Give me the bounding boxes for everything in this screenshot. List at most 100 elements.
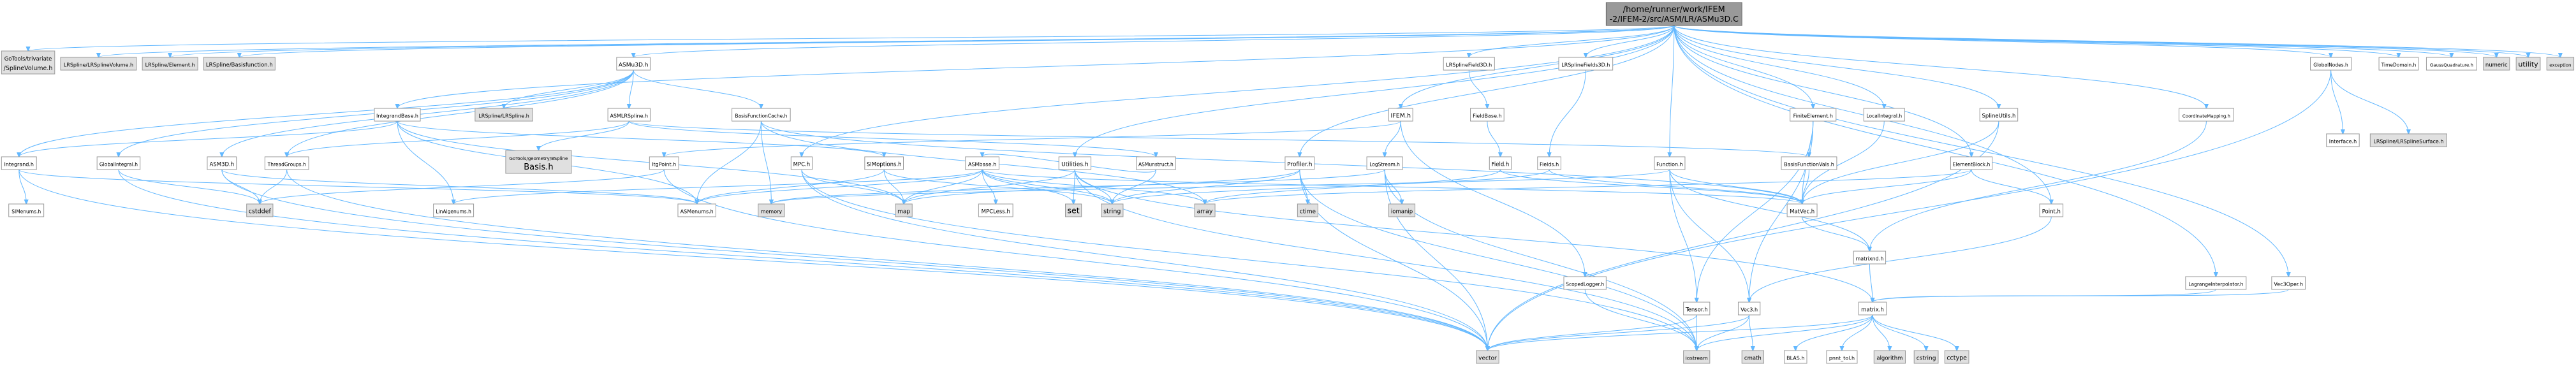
node-label: Interface.h [2329, 139, 2357, 145]
node-matvec-h[interactable]: MatVec.h [1786, 203, 1818, 217]
node-box [864, 156, 904, 170]
node-label: Profiler.h [1287, 162, 1312, 168]
edge-asmlrspline-h-to-basisfunctionvals-h [628, 120, 1809, 157]
edge-matrix-h-to-iostream [1696, 314, 1873, 351]
node-box [1858, 302, 1887, 316]
edge-matvec-h-to-matrixnd-h [1802, 216, 1870, 251]
node-tensor-h[interactable]: Tensor.h [1683, 302, 1711, 316]
node-ctime: ctime [1297, 203, 1318, 217]
node-scopedlogger-h[interactable]: ScopedLogger.h [1563, 276, 1607, 290]
node-box [1366, 156, 1403, 170]
node-ifem-h[interactable]: IFEM.h [1388, 108, 1413, 122]
node-fields-h[interactable]: Fields.h [1537, 156, 1561, 170]
node-splineutils-h[interactable]: SplineUtils.h [1979, 108, 2019, 122]
node-profiler-h[interactable]: Profiler.h [1284, 156, 1315, 170]
edge-matrix-h-to-blas-h [1795, 314, 1873, 351]
edge-elementblock-h-to-array [1205, 169, 1972, 204]
node-finiteelement-h[interactable]: FiniteElement.h [1790, 108, 1837, 122]
node-function-h[interactable]: Function.h [1654, 156, 1686, 170]
node-vec3-h[interactable]: Vec3.h [1737, 302, 1761, 316]
node-label: ThreadGroups.h [267, 162, 306, 168]
node-basisfunctioncache-h[interactable]: BasisFunctionCache.h [732, 108, 791, 122]
edge-fieldbase-h-to-field-h [1487, 120, 1501, 157]
node-mpcless-h[interactable]: MPCLess.h [978, 203, 1013, 217]
node-point-h[interactable]: Point.h [2039, 203, 2064, 217]
node-fieldbase-h[interactable]: FieldBase.h [1470, 108, 1505, 122]
node-field-h[interactable]: Field.h [1489, 156, 1512, 170]
node-linalgenums-h[interactable]: LinAlgenums.h [433, 203, 475, 217]
node-mpc-h[interactable]: MPC.h [790, 156, 813, 170]
node-label: ASMenums.h [681, 209, 714, 215]
node-box [1388, 108, 1413, 122]
node-label: BLAS.h [1786, 356, 1804, 361]
node-interface-h[interactable]: Interface.h [2326, 133, 2360, 147]
node-label: ASM3D.h [210, 162, 235, 168]
node-lrsplinefield3d-h[interactable]: LRSplineField3D.h [1443, 57, 1495, 71]
edge-point-h-to-vec3-h [1749, 216, 2052, 302]
node-label: matrixnd.h [1855, 256, 1883, 262]
edge-threadgroups-h-to-cstddef [260, 169, 288, 204]
node-threadgroups-h[interactable]: ThreadGroups.h [264, 156, 309, 170]
edge-finiteelement-h-to-vec3-h [1749, 120, 1814, 302]
node-itgpoint-h[interactable]: ItgPoint.h [649, 156, 679, 170]
node-map: map [895, 203, 913, 217]
node-box [1683, 302, 1711, 316]
edge-home-runner-work-ifem-2-ifem-2-src-asm-lr-asmu3d-c-to-asmu3d-h [633, 25, 1675, 57]
edges-layer [19, 25, 2561, 351]
edge-home-runner-work-ifem-2-ifem-2-src-asm-lr-asmu3d-c-to-gaussquadrature-h [1674, 25, 2452, 57]
node-matrixnd-h[interactable]: matrixnd.h [1853, 251, 1887, 265]
node-lagrangeinterpolator-h[interactable]: LagrangeInterpolator.h [2185, 276, 2247, 290]
node-box [207, 156, 237, 170]
edge-home-runner-work-ifem-2-ifem-2-src-asm-lr-asmu3d-c-to-globalnodes-h [1674, 25, 2331, 57]
node-basisfunctionvals-h[interactable]: BasisFunctionVals.h [1781, 156, 1837, 170]
node-box [1863, 108, 1905, 122]
node-matrix-h[interactable]: matrix.h [1858, 302, 1887, 316]
node-lrsplinefields3d-h[interactable]: LRSplineFields3D.h [1558, 57, 1614, 71]
node-label: GlobalNodes.h [2313, 62, 2348, 68]
node-asmu3d-h[interactable]: ASMu3D.h [616, 57, 651, 71]
node-blas-h[interactable]: BLAS.h [1784, 350, 1807, 364]
edge-basisfunctioncache-h-to-matvec-h [760, 120, 1802, 204]
edge-utilities-h-to-map [904, 169, 1075, 204]
node-box [264, 156, 309, 170]
node-lrspline-lrsplinesurface-h: LRSpline/LRSplineSurface.h [2369, 133, 2447, 147]
node-utilities-h[interactable]: Utilities.h [1058, 156, 1092, 170]
node-integrand-h[interactable]: Integrand.h [1, 156, 37, 170]
node-cctype: cctype [1944, 350, 1969, 364]
node-asm3d-h[interactable]: ASM3D.h [207, 156, 237, 170]
node-integrandbase-h[interactable]: IntegrandBase.h [374, 108, 421, 122]
edge-asm3d-h-to-vector [221, 169, 1488, 351]
edge-globalintegral-h-to-vector [118, 169, 1488, 351]
node-pnnt-tol-h[interactable]: pnnt_tol.h [1826, 350, 1858, 364]
node-asmenums-h[interactable]: ASMenums.h [677, 203, 716, 217]
edge-asm3d-h-to-cstddef [221, 169, 260, 204]
edge-asmunstruct-h-to-string [1112, 169, 1156, 204]
node-asmlrspline-h[interactable]: ASMLRSpline.h [607, 108, 651, 122]
node-box [1873, 350, 1906, 364]
node-globalintegral-h[interactable]: GlobalIntegral.h [96, 156, 141, 170]
node-elementblock-h[interactable]: ElementBlock.h [1950, 156, 1993, 170]
node-asmunstruct-h[interactable]: ASMunstruct.h [1136, 156, 1176, 170]
node-label: Vec3Oper.h [2274, 282, 2303, 287]
edge-mpc-h-to-iostream [801, 169, 1696, 351]
node-utility: utility [2515, 57, 2541, 71]
node-globalnodes-h[interactable]: GlobalNodes.h [2310, 57, 2352, 71]
node-label: Point.h [2042, 209, 2061, 215]
node-label: pnnt_tol.h [1829, 356, 1855, 361]
node-asmbase-h[interactable]: ASMbase.h [965, 156, 999, 170]
node-label: ASMbase.h [968, 162, 996, 168]
node-box [1537, 156, 1561, 170]
edge-logstream-h-to-memory [771, 169, 1385, 204]
node-localintegral-h[interactable]: LocalIntegral.h [1863, 108, 1905, 122]
node-label: BasisFunctionCache.h [735, 113, 787, 119]
node-simenums-h[interactable]: SIMenums.h [8, 203, 45, 217]
node-gaussquadrature-h[interactable]: GaussQuadrature.h [2425, 57, 2477, 71]
node-vec3oper-h[interactable]: Vec3Oper.h [2271, 276, 2306, 290]
edge-asmu3d-h-to-integrand-h [19, 69, 634, 157]
node-logstream-h[interactable]: LogStream.h [1366, 156, 1403, 170]
node-timedomain-h[interactable]: TimeDomain.h [2378, 57, 2419, 71]
node-coordinatemapping-h[interactable]: CoordinateMapping.h [2179, 108, 2234, 122]
node-box [1737, 302, 1761, 316]
node-simoptions-h[interactable]: SIMoptions.h [864, 156, 904, 170]
node-label: LRSpline/Basisfunction.h [206, 62, 273, 69]
